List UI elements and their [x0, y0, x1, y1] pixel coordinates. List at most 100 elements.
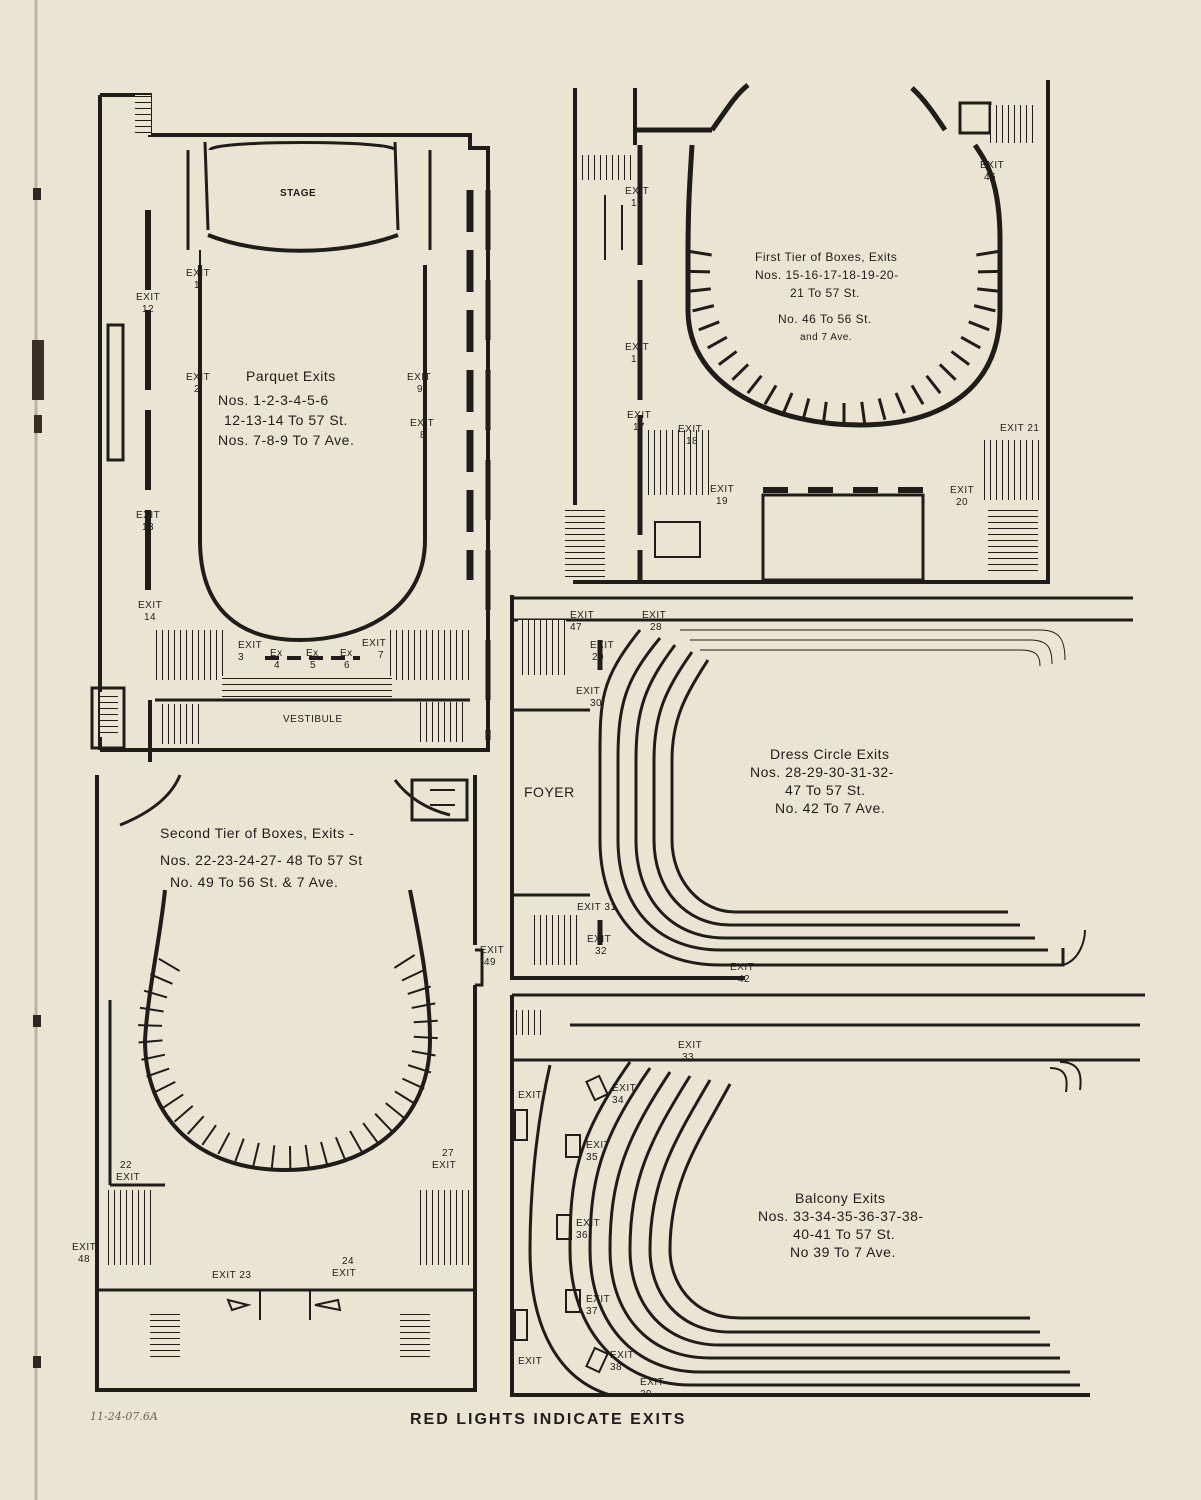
- balcony-line3: No 39 To 7 Ave.: [790, 1244, 896, 1260]
- handwritten-date: 11-24-07.6A: [90, 1410, 158, 1423]
- stage-label: STAGE: [280, 188, 317, 199]
- box-partition: [938, 363, 957, 381]
- box-partition: [234, 1138, 245, 1162]
- box-partition: [394, 1090, 416, 1105]
- parquet-exits-title: Parquet Exits: [246, 368, 336, 384]
- box-partition: [138, 1024, 163, 1027]
- box-partition: [393, 954, 416, 969]
- box-partition: [153, 1081, 176, 1094]
- exit-balcony-lower-label: EXIT: [518, 1356, 543, 1367]
- dress-circle-line3: No. 42 To 7 Ave.: [775, 800, 886, 816]
- box-partition: [162, 1093, 184, 1109]
- parquet-exits-line2: 12-13-14 To 57 St.: [224, 412, 348, 428]
- box-partition: [925, 374, 942, 395]
- vestibule-label: VESTIBULE: [283, 714, 343, 725]
- box-partition: [401, 969, 425, 982]
- box-partition: [411, 1002, 436, 1009]
- box-partition: [334, 1136, 346, 1160]
- dress-circle-plan: [510, 595, 1133, 980]
- box-partition: [413, 1019, 438, 1024]
- exit-21-label: EXIT 21: [1000, 423, 1040, 434]
- box-partition: [304, 1144, 310, 1169]
- exit-23-label: EXIT 23: [212, 1270, 252, 1281]
- exit-balcony-upper-label: EXIT: [518, 1090, 543, 1101]
- box-partition: [821, 401, 828, 424]
- box-partition: [698, 320, 720, 332]
- box-partition: [411, 1050, 436, 1057]
- box-partition: [688, 269, 711, 274]
- box-partition: [270, 1145, 276, 1170]
- first-tier-line3: No. 46 To 56 St.: [778, 312, 872, 326]
- box-partition: [349, 1130, 363, 1153]
- box-partition: [407, 1064, 432, 1074]
- box-partition: [692, 304, 715, 313]
- parquet-exits-line3: Nos. 7-8-9 To 7 Ave.: [218, 432, 355, 448]
- second-tier-plan: [95, 774, 484, 1392]
- foyer-label: FOYER: [524, 784, 575, 800]
- box-partition: [362, 1122, 379, 1143]
- first-tier-plan: [565, 80, 1050, 584]
- exit-31-label: EXIT 31: [577, 902, 617, 913]
- box-partition: [186, 1115, 205, 1135]
- box-partition: [746, 374, 763, 395]
- dress-circle-line1: Nos. 28-29-30-31-32-: [750, 764, 894, 780]
- box-partition: [960, 335, 982, 350]
- balcony-line2: 40-41 To 57 St.: [793, 1226, 896, 1242]
- box-partition: [139, 1006, 164, 1013]
- second-tier-line2: No. 49 To 56 St. & 7 Ave.: [170, 874, 339, 890]
- box-partition: [976, 250, 999, 257]
- balcony-title: Balcony Exits: [795, 1190, 886, 1206]
- first-tier-line2: 21 To 57 St.: [790, 286, 860, 300]
- box-partition: [782, 392, 794, 414]
- box-partition: [731, 363, 750, 381]
- box-partition: [860, 401, 867, 424]
- box-partition: [910, 384, 925, 406]
- box-partition: [977, 269, 1000, 274]
- box-partition: [801, 398, 811, 421]
- box-partition: [950, 350, 970, 366]
- balcony-line1: Nos. 33-34-35-36-37-38-: [758, 1208, 924, 1224]
- box-partition: [201, 1124, 217, 1146]
- box-partition: [217, 1132, 231, 1155]
- box-partition: [146, 1067, 170, 1078]
- box-partition: [688, 287, 711, 293]
- box-partition: [689, 250, 712, 257]
- box-partition: [149, 973, 173, 985]
- box-partition: [401, 1077, 425, 1090]
- parquet-plan: [90, 93, 491, 762]
- box-partition: [877, 398, 887, 421]
- dress-circle-line2: 47 To 57 St.: [785, 782, 866, 798]
- balcony-plan: [510, 993, 1145, 1397]
- first-tier-line1: Nos. 15-16-17-18-19-20-: [755, 268, 899, 282]
- first-tier-title: First Tier of Boxes, Exits: [755, 250, 898, 264]
- first-tier-line4: and 7 Ave.: [800, 332, 853, 343]
